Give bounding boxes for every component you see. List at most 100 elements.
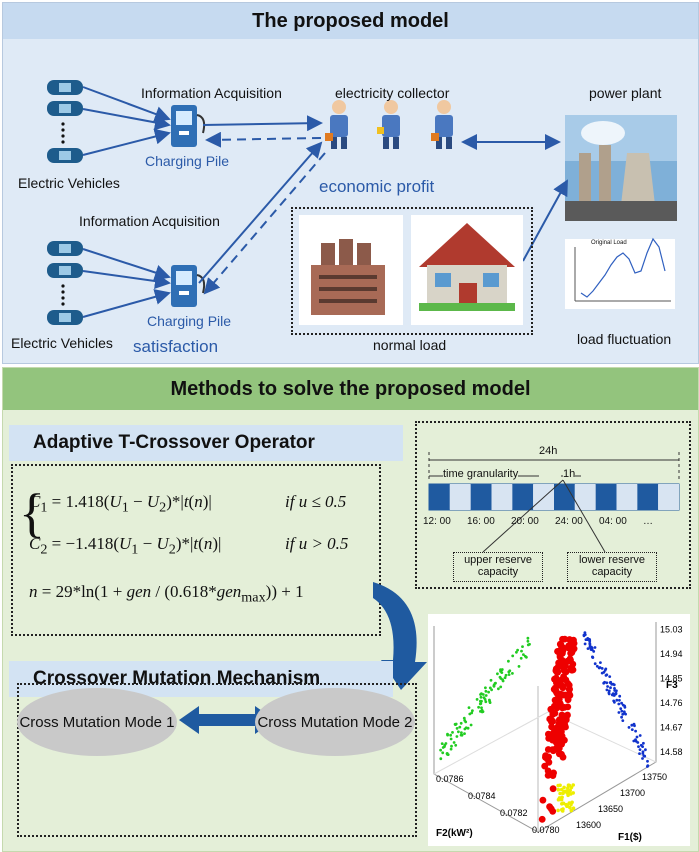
normal-load-box bbox=[291, 207, 533, 335]
projection-point bbox=[561, 807, 565, 811]
projection-point bbox=[602, 670, 606, 674]
time-block bbox=[637, 484, 659, 510]
pareto-point bbox=[554, 663, 562, 671]
pareto-point bbox=[554, 723, 561, 731]
x-tick-label: 13600 bbox=[576, 820, 601, 830]
projection-point bbox=[488, 686, 492, 690]
projection-point bbox=[489, 678, 493, 682]
projection-point bbox=[455, 727, 459, 730]
projection-point bbox=[493, 682, 497, 685]
x-tick-label: 13750 bbox=[642, 772, 667, 782]
pareto-point bbox=[558, 750, 565, 758]
projection-point bbox=[469, 723, 473, 727]
projection-point bbox=[620, 701, 623, 705]
z-tick-label: 14.76 bbox=[660, 698, 683, 708]
projection-point bbox=[586, 647, 590, 650]
projection-point bbox=[604, 674, 608, 677]
projection-point bbox=[479, 699, 482, 703]
projection-point bbox=[621, 719, 625, 722]
projection-point bbox=[598, 666, 602, 669]
projection-point bbox=[630, 728, 634, 731]
projection-point bbox=[646, 764, 650, 767]
projection-point bbox=[558, 791, 562, 796]
projection-point bbox=[603, 668, 607, 672]
projection-point bbox=[556, 783, 560, 788]
projection-point bbox=[605, 681, 609, 685]
projection-point bbox=[571, 806, 576, 810]
power-plant-label: power plant bbox=[589, 85, 662, 101]
x-tick-label: 13700 bbox=[620, 788, 645, 798]
economic-profit-label: economic profit bbox=[319, 177, 435, 196]
projection-point bbox=[446, 733, 449, 737]
electric-vehicles-label-1: Electric Vehicles bbox=[18, 175, 120, 191]
projection-point bbox=[638, 734, 642, 737]
timeline-tick-label: 12: 00 bbox=[423, 516, 451, 527]
projection-point bbox=[642, 741, 645, 745]
projection-point bbox=[457, 730, 460, 734]
projection-point bbox=[484, 689, 488, 693]
projection-point bbox=[635, 735, 639, 739]
projection-point bbox=[613, 689, 617, 692]
projection-point bbox=[463, 732, 466, 735]
projection-point bbox=[588, 645, 592, 649]
projection-point bbox=[503, 676, 507, 680]
pareto-point bbox=[546, 803, 553, 811]
projection-point bbox=[591, 655, 595, 659]
projection-point bbox=[618, 698, 621, 702]
projection-point bbox=[642, 754, 646, 758]
pareto-point bbox=[548, 718, 555, 725]
projection-point bbox=[507, 670, 511, 674]
collector-person-icon bbox=[377, 100, 400, 149]
pareto-point bbox=[559, 635, 566, 643]
operator-title: Adaptive T-Crossover Operator bbox=[9, 425, 403, 461]
double-arrow-icon bbox=[179, 706, 275, 734]
projection-point bbox=[452, 741, 456, 744]
pareto-point bbox=[566, 636, 573, 643]
projection-point bbox=[593, 646, 597, 649]
projection-point bbox=[600, 667, 604, 670]
pareto-point bbox=[559, 684, 567, 692]
time-block bbox=[574, 484, 596, 510]
load-fluctuation-mini-chart bbox=[565, 237, 675, 309]
ev-car-icon bbox=[47, 101, 83, 116]
time-block bbox=[470, 484, 492, 510]
timeline-tick-label: 20: 00 bbox=[511, 516, 539, 527]
pareto-point bbox=[542, 752, 549, 760]
projection-point bbox=[511, 672, 514, 675]
projection-point bbox=[569, 808, 574, 813]
projection-point bbox=[498, 675, 502, 679]
projection-point bbox=[499, 669, 502, 673]
pareto-point bbox=[544, 767, 552, 775]
equation-c1-condition: if u ≤ 0.5 bbox=[285, 492, 347, 511]
formula-box bbox=[11, 464, 381, 636]
info-acquisition-label-1: Information Acquisition bbox=[141, 85, 282, 101]
time-block bbox=[658, 484, 679, 510]
projection-point bbox=[566, 786, 570, 790]
collector-person-icon bbox=[325, 100, 348, 149]
lower-reserve-box bbox=[567, 552, 657, 582]
projection-point bbox=[488, 701, 492, 704]
y-axis-label: F2(kW²) bbox=[436, 828, 473, 839]
projection-point bbox=[608, 675, 612, 678]
projection-point bbox=[463, 719, 467, 722]
projection-point bbox=[633, 724, 636, 728]
projection-point bbox=[450, 744, 453, 748]
projection-point bbox=[595, 664, 599, 668]
satisfaction-label: satisfaction bbox=[133, 337, 219, 356]
projection-point bbox=[618, 694, 622, 698]
mode2-ellipse: Cross Mutation Mode 2 bbox=[255, 688, 415, 756]
projection-point bbox=[441, 751, 445, 755]
projection-point bbox=[467, 706, 471, 709]
electric-vehicles-label-2: Electric Vehicles bbox=[11, 335, 113, 351]
projection-point bbox=[449, 737, 453, 741]
projection-point bbox=[610, 693, 614, 697]
ev-car-icon bbox=[47, 263, 83, 278]
projection-point bbox=[482, 696, 486, 699]
projection-point bbox=[556, 797, 561, 802]
pareto-point bbox=[562, 668, 570, 676]
projection-point bbox=[449, 747, 453, 751]
projection-point bbox=[477, 705, 480, 709]
projection-point bbox=[484, 694, 488, 697]
pareto-point bbox=[549, 746, 556, 753]
power-plant-image bbox=[565, 115, 677, 221]
